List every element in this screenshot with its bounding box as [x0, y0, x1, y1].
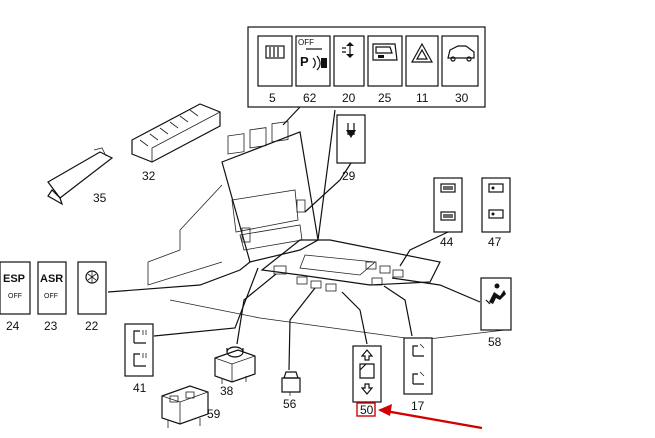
leader-56 — [288, 287, 316, 371]
switch-29-rear-sunblind[interactable]: 29 — [336, 114, 366, 183]
label-32: 32 — [142, 169, 156, 183]
label-24: 24 — [6, 319, 20, 333]
label-30: 30 — [455, 91, 469, 105]
console-switch-i — [241, 227, 251, 243]
label-41: 41 — [133, 381, 147, 395]
leader-38 — [236, 273, 277, 345]
switch-47-seat-adjust[interactable]: 47 — [481, 177, 511, 249]
switch-50-window[interactable]: 50 — [352, 345, 382, 417]
parktronic-off-icon: P — [300, 54, 309, 69]
leader-29 — [304, 162, 352, 213]
seat-memory-icon — [440, 183, 456, 221]
asr-off-text: OFF — [44, 293, 58, 300]
console-switch-c — [310, 280, 322, 289]
recess-2 — [249, 127, 267, 149]
center-console-drawing — [147, 121, 506, 341]
floor-line — [169, 299, 506, 341]
label-17: 17 — [411, 399, 425, 413]
switch-41-seat-heating[interactable]: 41 — [124, 323, 154, 395]
leader-50 — [341, 291, 368, 345]
label-22: 22 — [85, 319, 99, 333]
part-32-connector-block: 32 — [131, 103, 221, 183]
hazard-warning-icon — [410, 42, 434, 63]
top-group-leader — [282, 106, 336, 241]
label-47: 47 — [488, 235, 502, 249]
red-highlight-arrow — [378, 404, 483, 430]
switch-17-seat-backrest[interactable]: 17 — [403, 337, 433, 413]
part-38-switch-block: 38 — [214, 346, 256, 398]
console-switch-h — [371, 277, 383, 286]
recess-3 — [271, 121, 289, 143]
heated-seat-icon — [85, 270, 99, 284]
leader-44-47 — [399, 231, 449, 267]
label-44: 44 — [440, 235, 454, 249]
switch-62-off-text: OFF — [298, 38, 314, 47]
label-59: 59 — [207, 407, 221, 421]
label-35: 35 — [93, 191, 107, 205]
trunk-release-icon — [447, 45, 475, 62]
switch-44-seat-memory[interactable]: 44 — [433, 177, 463, 249]
door-lock-icon — [372, 43, 398, 61]
console-switch-g — [392, 269, 404, 278]
label-29: 29 — [342, 169, 356, 183]
label-20: 20 — [342, 91, 356, 105]
passenger-airbag-icon — [485, 283, 506, 305]
esp-text: ESP — [3, 273, 25, 285]
console-outline — [221, 131, 319, 263]
switch-5-rear-defrost[interactable]: 5 — [257, 35, 293, 105]
label-50: 50 — [360, 403, 374, 417]
switch-24-esp[interactable]: ESP OFF 24 — [0, 261, 31, 333]
leader-22 — [107, 261, 251, 293]
label-25: 25 — [378, 91, 392, 105]
esp-off-text: OFF — [8, 293, 22, 300]
switch-22-heated[interactable]: 22 — [77, 261, 107, 333]
console-switch-f — [379, 265, 391, 274]
label-11: 11 — [416, 91, 429, 105]
leader-58 — [391, 277, 481, 303]
tunnel-recess — [299, 254, 376, 276]
console-left-edge — [147, 249, 223, 286]
headlamp-range-icon — [342, 42, 354, 58]
switch-30-trunk[interactable]: 30 — [441, 35, 479, 105]
switch-23-asr[interactable]: ASR OFF 23 — [37, 261, 67, 333]
console-side — [179, 184, 223, 250]
seat-heating-icon — [133, 330, 147, 367]
leader-41 — [153, 267, 259, 337]
console-switch-e — [365, 261, 377, 270]
tunnel-outline — [260, 239, 441, 286]
top-switch-group-box — [247, 26, 486, 108]
leader-17 — [383, 285, 413, 337]
asr-text: ASR — [40, 273, 63, 285]
label-50-highlight-box — [356, 402, 376, 417]
console-switch-d — [325, 283, 337, 292]
part-59-connector: 59 — [161, 385, 221, 428]
parktronic-wave-icon — [312, 55, 321, 71]
label-38: 38 — [220, 384, 234, 398]
switch-20-headlamp-range[interactable]: 20 — [333, 35, 365, 105]
seat-adjust-icon — [488, 183, 504, 219]
console-panel — [231, 189, 299, 233]
rear-window-defrost-icon — [265, 45, 285, 59]
label-62: 62 — [303, 91, 317, 105]
label-5: 5 — [269, 91, 276, 105]
console-switch-j — [296, 199, 306, 213]
recess-1 — [227, 133, 245, 155]
console-switch-a — [273, 265, 287, 275]
part-35-cover: 35 — [47, 147, 114, 206]
seat-backrest-icon — [412, 343, 425, 385]
window-up-down-icon — [359, 349, 375, 395]
switch-25-door-lock[interactable]: 25 — [367, 35, 403, 105]
switch-62-parktronic[interactable]: OFF P 62 — [295, 35, 331, 105]
rear-sunblind-icon — [346, 123, 356, 138]
part-56-small-switch: 56 — [281, 371, 301, 411]
parktronic-car-icon — [321, 58, 327, 68]
switch-11-hazard[interactable]: 11 — [405, 35, 439, 105]
switch-58-airbag[interactable]: 58 — [480, 277, 512, 349]
label-58: 58 — [488, 335, 502, 349]
label-23: 23 — [44, 319, 58, 333]
label-56: 56 — [283, 397, 297, 411]
console-switch-b — [296, 276, 308, 285]
